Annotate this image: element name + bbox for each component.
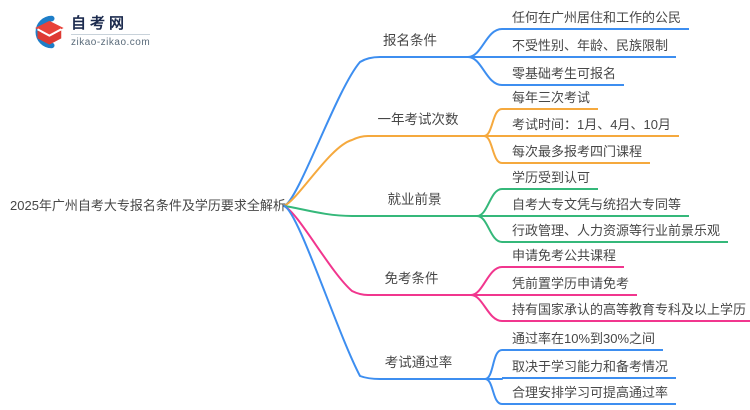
branch-5-leaf-3: 合理安排学习可提高通过率 bbox=[502, 383, 677, 405]
branch-1-child-1-connector bbox=[467, 28, 503, 58]
branch-3-leaf-1: 学历受到认可 bbox=[502, 168, 599, 190]
branch-3-trunk-connector bbox=[283, 205, 478, 217]
branch-1-leaf-1: 任何在广州居住和工作的公民 bbox=[502, 8, 690, 30]
branch-2-leaf-1: 每年三次考试 bbox=[502, 88, 599, 110]
branch-5-leaf-1: 通过率在10%到30%之间 bbox=[502, 329, 664, 351]
branch-3-child-1-connector bbox=[476, 188, 503, 217]
branch-5-leaf-2: 取决于学习能力和备考情况 bbox=[502, 357, 677, 379]
branch-3-leaf-3: 行政管理、人力资源等行业前景乐观 bbox=[502, 221, 729, 243]
branch-5-trunk-connector bbox=[283, 205, 486, 380]
mindmap-root-title: 2025年广州自考大专报名条件及学历要求全解析 bbox=[10, 198, 286, 213]
branch-2-trunk-connector bbox=[283, 135, 485, 207]
site-domain: zikao-zikao.com bbox=[71, 34, 151, 48]
branch-4-child-1-connector bbox=[470, 266, 503, 296]
graduation-cap-icon bbox=[35, 15, 64, 49]
branch-4-child-3-connector bbox=[470, 294, 503, 322]
site-logo-text: 自考网 zikao-zikao.com bbox=[71, 15, 151, 48]
branch-4-leaf-1: 申请免考公共课程 bbox=[502, 246, 625, 268]
site-logo[interactable]: 自考网 zikao-zikao.com bbox=[28, 14, 151, 50]
branch-2-child-3-connector bbox=[483, 135, 503, 164]
branch-4-leaf-3: 持有国家承认的高等教育专科及以上学历 bbox=[502, 300, 750, 322]
branch-1-leaf-3: 零基础考生可报名 bbox=[502, 64, 625, 86]
branch-2-leaf-2: 考试时间：1月、4月、10月 bbox=[502, 115, 679, 137]
branch-5-child-1-connector bbox=[484, 349, 503, 380]
branch-3-label: 就业前景 bbox=[387, 192, 442, 207]
branch-2-label: 一年考试次数 bbox=[377, 112, 459, 127]
branch-2-leaf-3: 每次最多报考四门课程 bbox=[502, 142, 651, 164]
branch-4-trunk-connector bbox=[283, 205, 472, 296]
branch-1-child-3-connector bbox=[467, 56, 503, 86]
site-name: 自考网 bbox=[71, 15, 129, 32]
branch-1-trunk-connector bbox=[283, 56, 469, 207]
branch-3-child-3-connector bbox=[476, 215, 503, 243]
branch-5-child-3-connector bbox=[484, 378, 503, 405]
branch-1-leaf-2: 不受性别、年龄、民族限制 bbox=[502, 36, 677, 58]
branch-5-label: 考试通过率 bbox=[384, 355, 453, 370]
branch-4-leaf-2: 凭前置学历申请免考 bbox=[502, 274, 638, 296]
branch-1-label: 报名条件 bbox=[383, 33, 437, 48]
branch-4-label: 免考条件 bbox=[384, 271, 439, 286]
branch-2-child-1-connector bbox=[483, 108, 503, 137]
branch-3-leaf-2: 自考大专文凭与统招大专同等 bbox=[502, 195, 690, 217]
